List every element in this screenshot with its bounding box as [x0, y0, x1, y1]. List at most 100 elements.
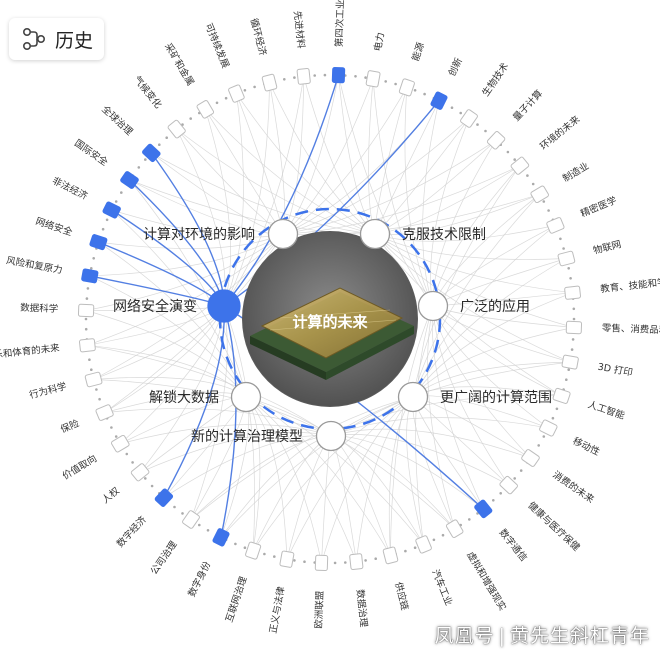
outer-node[interactable]: 物联网: [557, 238, 623, 267]
outer-node[interactable]: 全球治理: [99, 103, 161, 163]
outer-node[interactable]: 零售、消费品和生活方式: [565, 320, 660, 338]
outer-node[interactable]: 教育、技能和学习: [564, 275, 660, 300]
outer-node[interactable]: 生物技术: [460, 60, 512, 128]
outer-node[interactable]: 环境的未来: [510, 113, 583, 175]
outer-node[interactable]: 正义与法律: [267, 550, 295, 635]
ring-dot: [215, 101, 219, 105]
link: [374, 233, 567, 260]
outer-node[interactable]: 数字身份: [186, 528, 230, 599]
outer-node[interactable]: 人工智能: [552, 387, 627, 422]
outer-node[interactable]: 人权: [99, 463, 150, 506]
outer-node[interactable]: 互联网治理: [223, 541, 262, 624]
hub-node[interactable]: 广泛的应用: [417, 290, 531, 322]
link: [432, 305, 509, 486]
link: [190, 396, 247, 520]
hub-node[interactable]: 克服技术限制: [359, 218, 487, 250]
outer-node[interactable]: 汽车工业: [415, 535, 455, 607]
outer-node-label: 生物技术: [480, 60, 512, 98]
outer-node-label: 循环经济: [248, 17, 269, 57]
link: [252, 396, 414, 551]
outer-node[interactable]: 能源: [398, 40, 428, 97]
history-button[interactable]: 历史: [9, 18, 104, 60]
center-node[interactable]: 计算的未来: [240, 230, 420, 410]
outer-node[interactable]: 数据治理: [349, 553, 370, 629]
outer-node-marker: [561, 354, 579, 370]
ring-dot: [572, 317, 576, 321]
outer-node[interactable]: 第四次工业革命: [331, 0, 347, 84]
outer-node[interactable]: 精密医学: [546, 194, 618, 234]
outer-node[interactable]: 电力: [365, 31, 387, 88]
outer-node-label: 非法经济: [50, 175, 90, 203]
link: [282, 118, 470, 235]
outer-node[interactable]: 公司治理: [148, 510, 200, 577]
outer-node[interactable]: 媒体、娱乐和体育的未来: [0, 338, 96, 366]
ring-dot: [293, 76, 296, 79]
link: [432, 305, 549, 429]
ring-dot: [333, 561, 337, 565]
outer-node[interactable]: 先进材料: [291, 10, 311, 85]
link: [245, 396, 424, 545]
hub-node[interactable]: 解锁大数据: [149, 381, 262, 413]
outer-node[interactable]: 可持续发展: [202, 21, 245, 103]
outer-node-label: 能源: [410, 40, 428, 62]
link: [176, 128, 284, 235]
hub-node[interactable]: 网络安全演变: [113, 289, 241, 323]
watermark-source: 凤凰号: [434, 625, 495, 647]
hub-circle: [207, 289, 241, 323]
center-label: 计算的未来: [292, 313, 368, 331]
outer-node[interactable]: 数据科学: [20, 302, 95, 318]
outer-node[interactable]: 气候变化: [131, 74, 186, 139]
link: [374, 233, 573, 294]
link: [190, 305, 228, 520]
outer-node[interactable]: 数字经济: [114, 488, 174, 550]
outer-node[interactable]: 消费的未来: [521, 449, 597, 506]
ring-dot: [125, 452, 129, 456]
outer-node[interactable]: 保险: [59, 404, 114, 436]
ring-dot: [90, 267, 93, 270]
outer-node[interactable]: 欧洲联盟: [313, 554, 329, 629]
ring-dot: [144, 158, 147, 161]
outer-node-label: 数字身份: [186, 559, 214, 599]
outer-node-marker: [530, 185, 549, 204]
outer-node[interactable]: 价值取向: [60, 434, 130, 482]
hub-circle: [397, 381, 429, 413]
link: [111, 209, 247, 398]
outer-node-marker: [398, 78, 415, 97]
outer-node[interactable]: 供应链: [382, 546, 411, 612]
outer-node[interactable]: 移动性: [539, 419, 602, 458]
outer-node-marker: [331, 66, 346, 84]
hub-node[interactable]: 计算对环境的影响: [143, 218, 299, 250]
outer-node[interactable]: 非法经济: [50, 175, 121, 219]
outer-node[interactable]: 制造业: [530, 160, 591, 204]
outer-node[interactable]: 网络安全: [34, 215, 108, 251]
link: [104, 233, 284, 413]
hub-node[interactable]: 更广阔的计算范围: [397, 381, 553, 413]
outer-node-label: 物联网: [592, 238, 623, 257]
ring-dot: [413, 546, 417, 549]
outer-node[interactable]: 国际安全: [72, 137, 139, 189]
outer-node[interactable]: 行为科学: [28, 371, 103, 401]
outer-node-marker: [557, 250, 576, 267]
outer-node[interactable]: 3D 打印: [561, 354, 634, 379]
outer-node-label: 正义与法律: [267, 585, 287, 634]
outer-node[interactable]: 创新: [430, 55, 465, 110]
hub-node[interactable]: 新的计算治理模型: [191, 420, 347, 452]
ring-dot: [150, 484, 154, 488]
link: [432, 140, 497, 307]
outer-node[interactable]: 循环经济: [248, 17, 278, 92]
link: [223, 93, 244, 307]
link: [374, 233, 562, 397]
outer-node-label: 数据治理: [354, 589, 370, 629]
hub-label: 网络安全演变: [113, 298, 197, 315]
link: [430, 118, 470, 307]
ring-dot: [567, 267, 570, 270]
link: [269, 82, 376, 235]
link: [374, 233, 571, 363]
outer-node[interactable]: 量子计算: [486, 88, 546, 150]
outer-node[interactable]: 数字通信: [474, 499, 530, 564]
outer-node[interactable]: 采矿和金属: [162, 41, 215, 119]
outer-node[interactable]: 风险和复原力: [5, 254, 99, 284]
outer-node-marker: [167, 119, 186, 139]
outer-node-marker: [564, 285, 581, 300]
outer-node-label: 数字通信: [497, 527, 530, 564]
